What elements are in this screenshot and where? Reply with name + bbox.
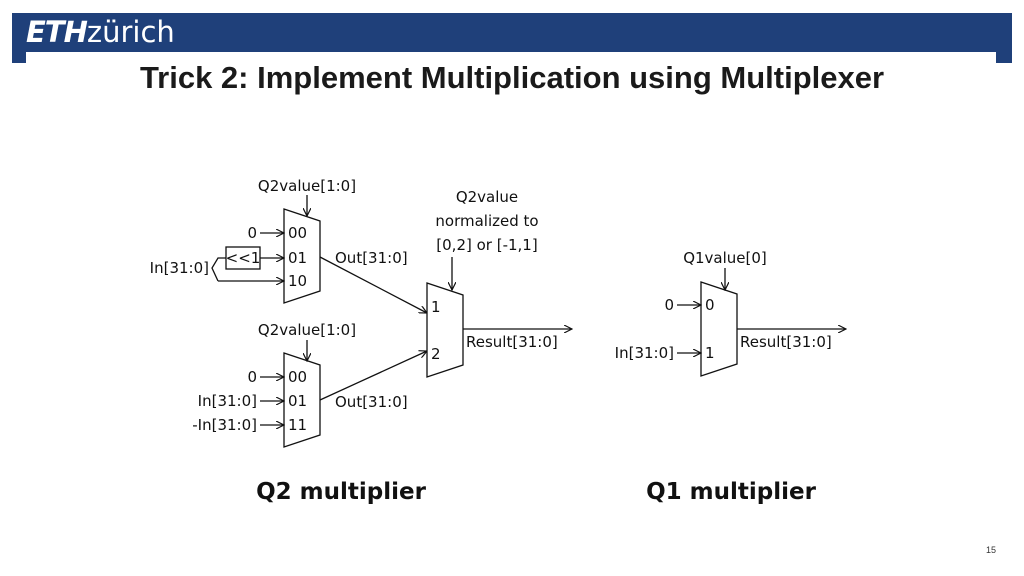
eth-logo: ETHzürich	[26, 14, 175, 50]
q2-final-port-0: 1	[431, 298, 441, 316]
logo-eth-text: ETH	[26, 15, 88, 49]
q2-final-note-line1: Q2value	[456, 188, 518, 206]
q1-result-label: Result[31:0]	[740, 333, 832, 351]
q1-port-0: 0	[705, 296, 715, 314]
q1-in1-label: In[31:0]	[615, 344, 674, 362]
q2-top-mux	[283, 208, 321, 304]
q2-bottom-in2-label: -In[31:0]	[192, 416, 257, 434]
q1-in0-label: 0	[664, 296, 674, 314]
in-signal-fork	[211, 257, 226, 282]
q2-top-port-2: 10	[288, 272, 307, 290]
shift-left-label: <<1	[226, 249, 261, 267]
q2-final-note-line3: [0,2] or [-1,1]	[436, 236, 537, 254]
q2-bottom-port-1: 01	[288, 392, 307, 410]
q2-bottom-select-label: Q2value[1:0]	[258, 321, 356, 339]
q2-top-in-signal-label: In[31:0]	[150, 259, 209, 277]
q2-bottom-out-line	[319, 351, 427, 401]
q2-caption: Q2 multiplier	[256, 479, 426, 505]
q2-top-port-1: 01	[288, 249, 307, 267]
q2-bottom-port-2: 11	[288, 416, 307, 434]
q2-bottom-out-label: Out[31:0]	[335, 393, 408, 411]
logo-zurich-text: zürich	[86, 15, 175, 49]
q2-result-label: Result[31:0]	[466, 333, 558, 351]
q2-top-port-0: 00	[288, 224, 307, 242]
q2-bottom-in1-label: In[31:0]	[198, 392, 257, 410]
q2-final-note-line2: normalized to	[435, 212, 538, 230]
q2-top-out-label: Out[31:0]	[335, 249, 408, 267]
header-divider	[26, 52, 996, 66]
q2-bottom-in0-label: 0	[247, 368, 257, 386]
q2-final-mux	[426, 282, 464, 378]
q2-top-in0-label: 0	[247, 224, 257, 242]
q1-caption: Q1 multiplier	[646, 479, 816, 505]
q2-top-out-line	[319, 256, 427, 313]
q1-port-1: 1	[705, 344, 715, 362]
page-number: 15	[985, 545, 996, 555]
q1-select-label: Q1value[0]	[683, 249, 767, 267]
slide-title: Trick 2: Implement Multiplication using …	[139, 60, 885, 95]
q2-bottom-port-0: 00	[288, 368, 307, 386]
q2-final-port-1: 2	[431, 345, 441, 363]
q2-top-select-label: Q2value[1:0]	[258, 177, 356, 195]
